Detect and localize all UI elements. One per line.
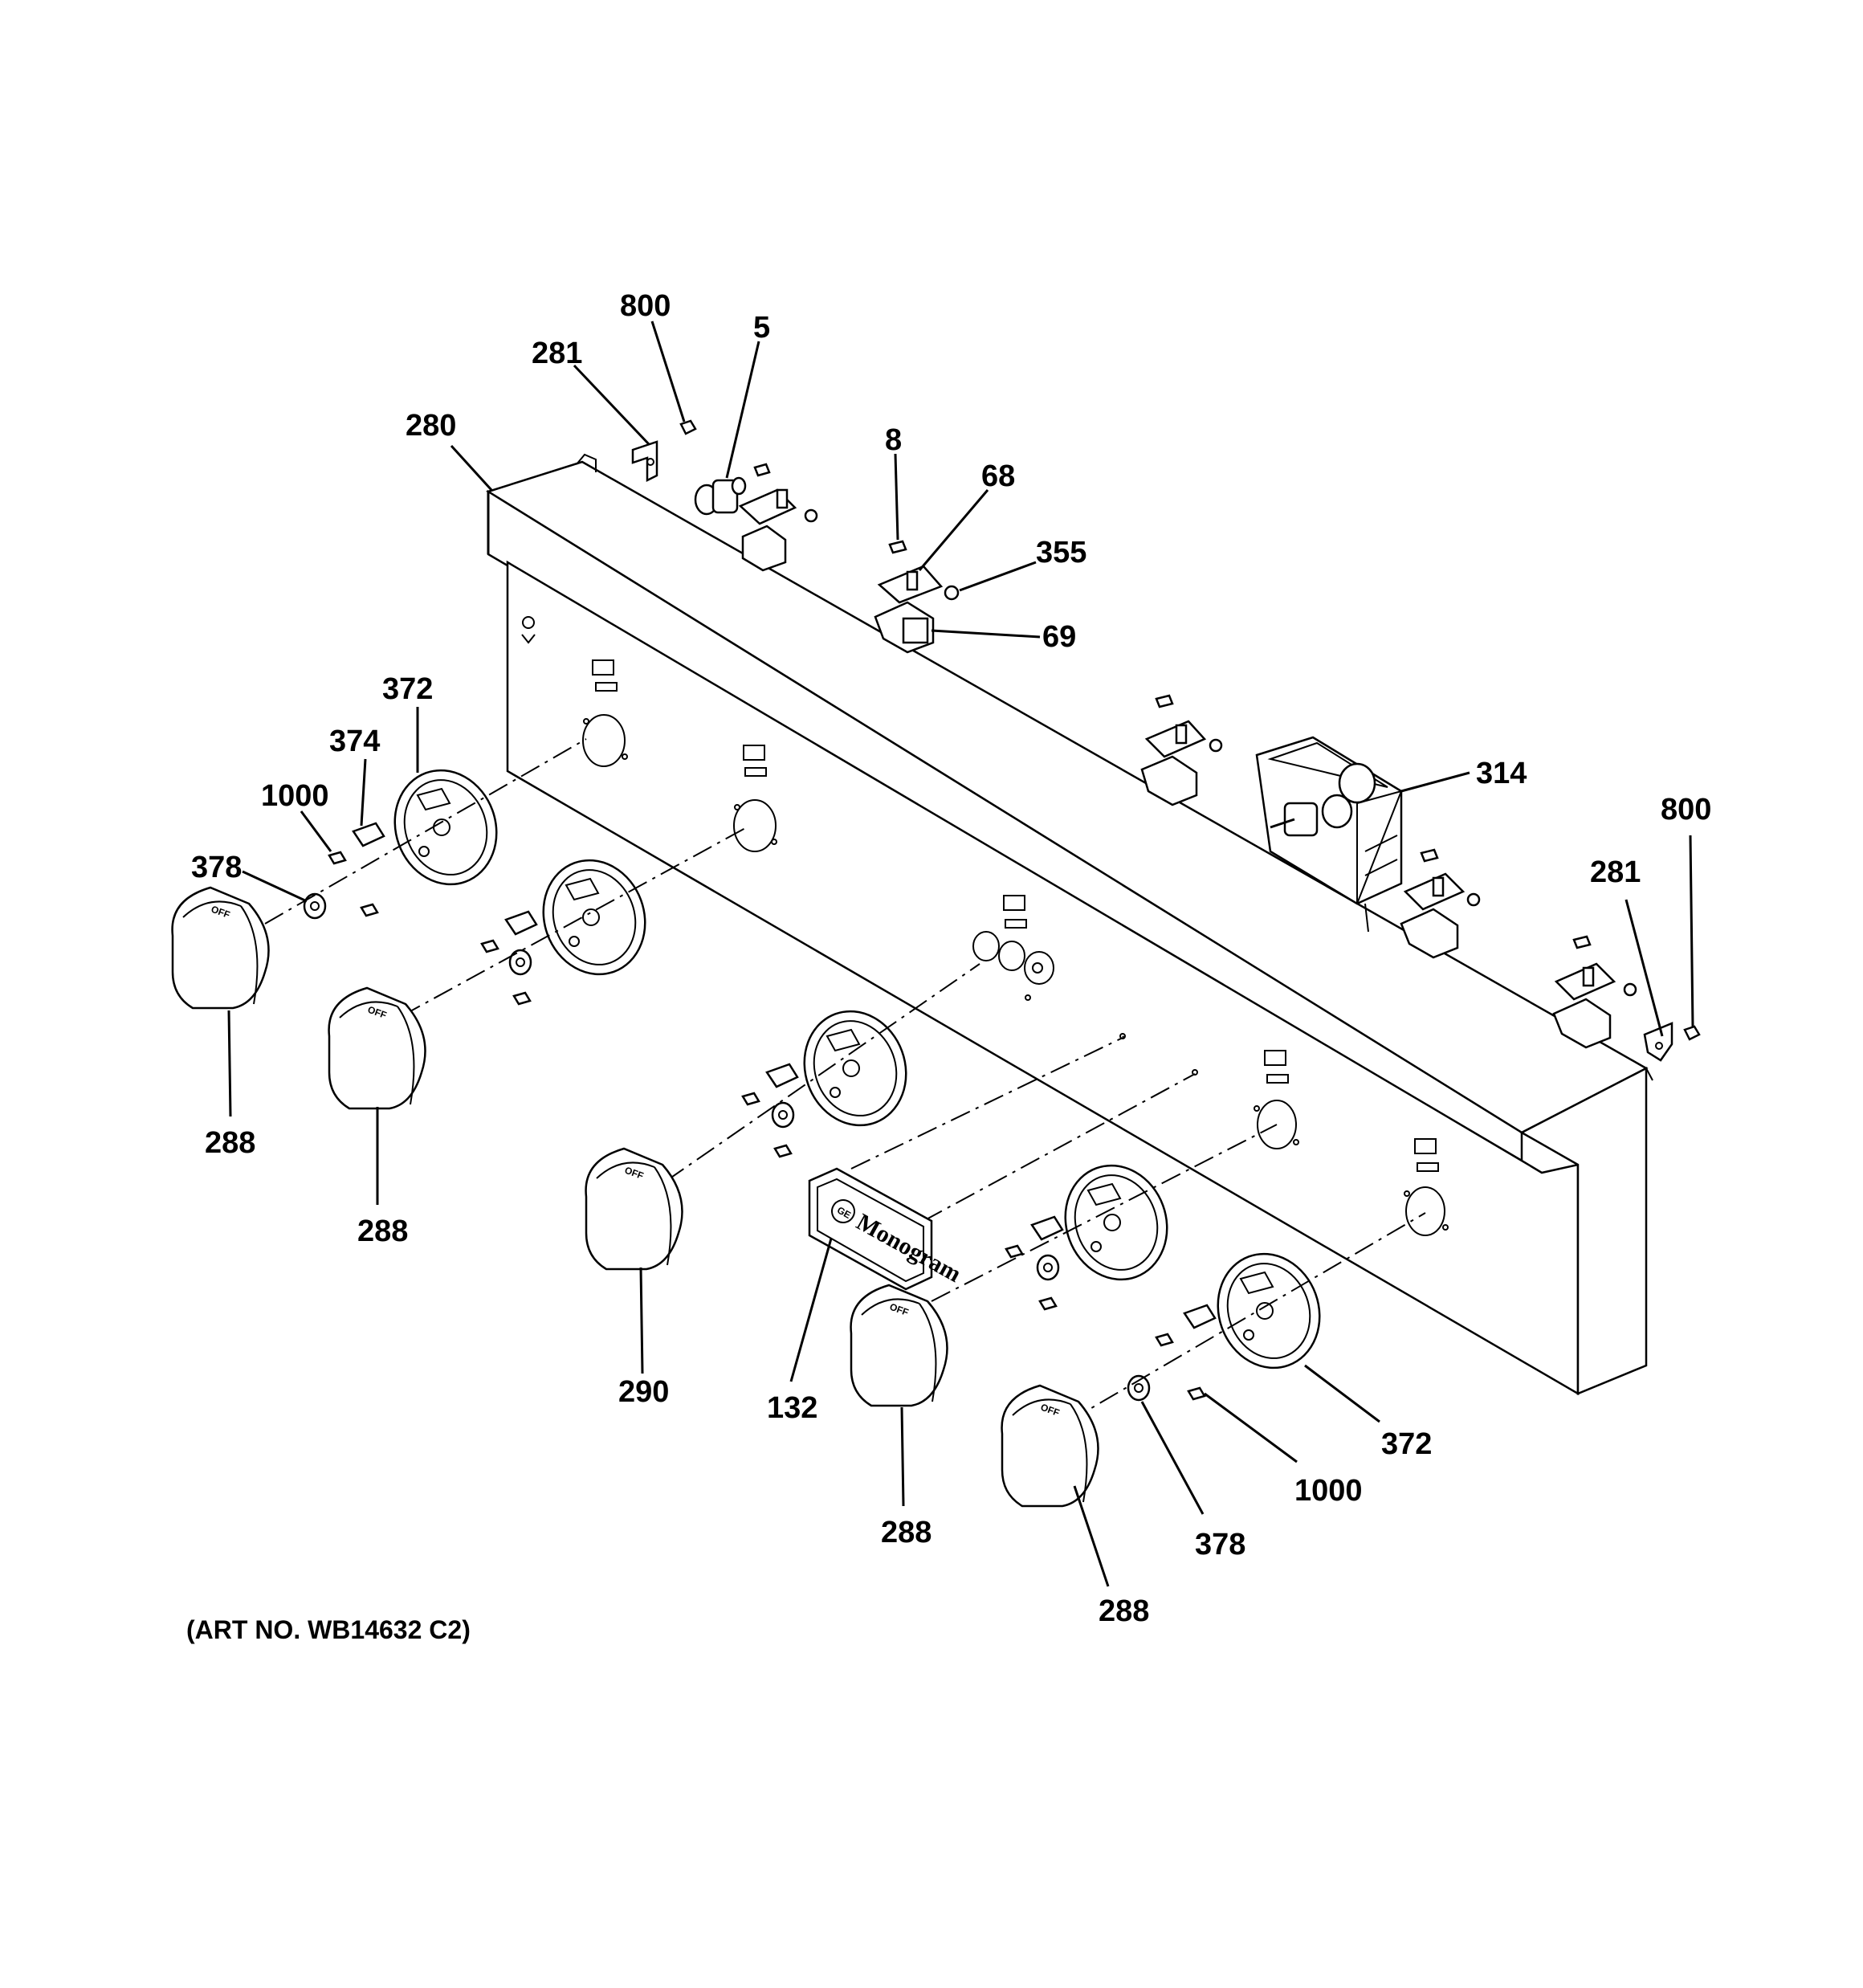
knob-288-d: OFF [1001,1384,1099,1508]
callout-314: 314 [1476,757,1527,790]
top-small-parts [631,419,1701,1062]
valve-assembly-314 [1255,736,1403,933]
bezel-3 [803,1010,907,1127]
callout-288-d: 288 [1099,1594,1149,1628]
callout-288-b: 288 [357,1214,408,1248]
callout-288-c: 288 [881,1516,932,1549]
callout-132: 132 [767,1391,817,1425]
callout-378-right: 378 [1195,1528,1245,1561]
control-panel [486,453,1653,1396]
bezel-1 [393,769,498,886]
callout-5: 5 [753,311,770,345]
bezel-2 [542,859,646,976]
callout-288-a: 288 [205,1126,255,1160]
callout-290: 290 [618,1375,669,1409]
callout-68: 68 [981,459,1015,493]
callout-1000-left: 1000 [261,779,329,813]
callout-1000-right: 1000 [1294,1474,1363,1508]
callout-372-right: 372 [1381,1427,1432,1461]
callout-355: 355 [1036,536,1086,569]
knob-290: OFF [585,1147,683,1271]
knob-288-c: OFF [850,1284,948,1407]
callout-378-left: 378 [191,851,242,884]
callout-800-right: 800 [1661,793,1711,827]
nameplate-132: GE Monogram [808,1167,965,1291]
art-number-caption: (ART NO. WB14632 C2) [186,1615,471,1644]
clips-screws-spacers [303,822,1217,1402]
callout-69: 69 [1042,620,1076,654]
leader-lines [227,320,1694,1587]
panel-knob-holes [582,659,1449,1236]
callout-374: 374 [329,725,380,758]
bezel-4 [1064,1164,1168,1281]
bezel-5 [1217,1252,1321,1370]
callout-280: 280 [406,409,456,443]
knob-bezels [393,769,1321,1370]
assembly-lines [264,738,1426,1423]
knobs: OFF OFF OFF OFF OFF [171,886,1099,1508]
callout-372-left: 372 [382,672,433,706]
knob-288-b: OFF [328,986,426,1110]
callout-800-top: 800 [620,289,671,323]
callout-8: 8 [885,423,902,457]
callouts: 800 281 5 280 8 68 355 69 372 374 1000 3… [191,289,1711,1628]
knob-288-a: OFF [171,886,270,1010]
callout-281-right: 281 [1590,855,1641,889]
callout-281-top: 281 [532,337,582,370]
